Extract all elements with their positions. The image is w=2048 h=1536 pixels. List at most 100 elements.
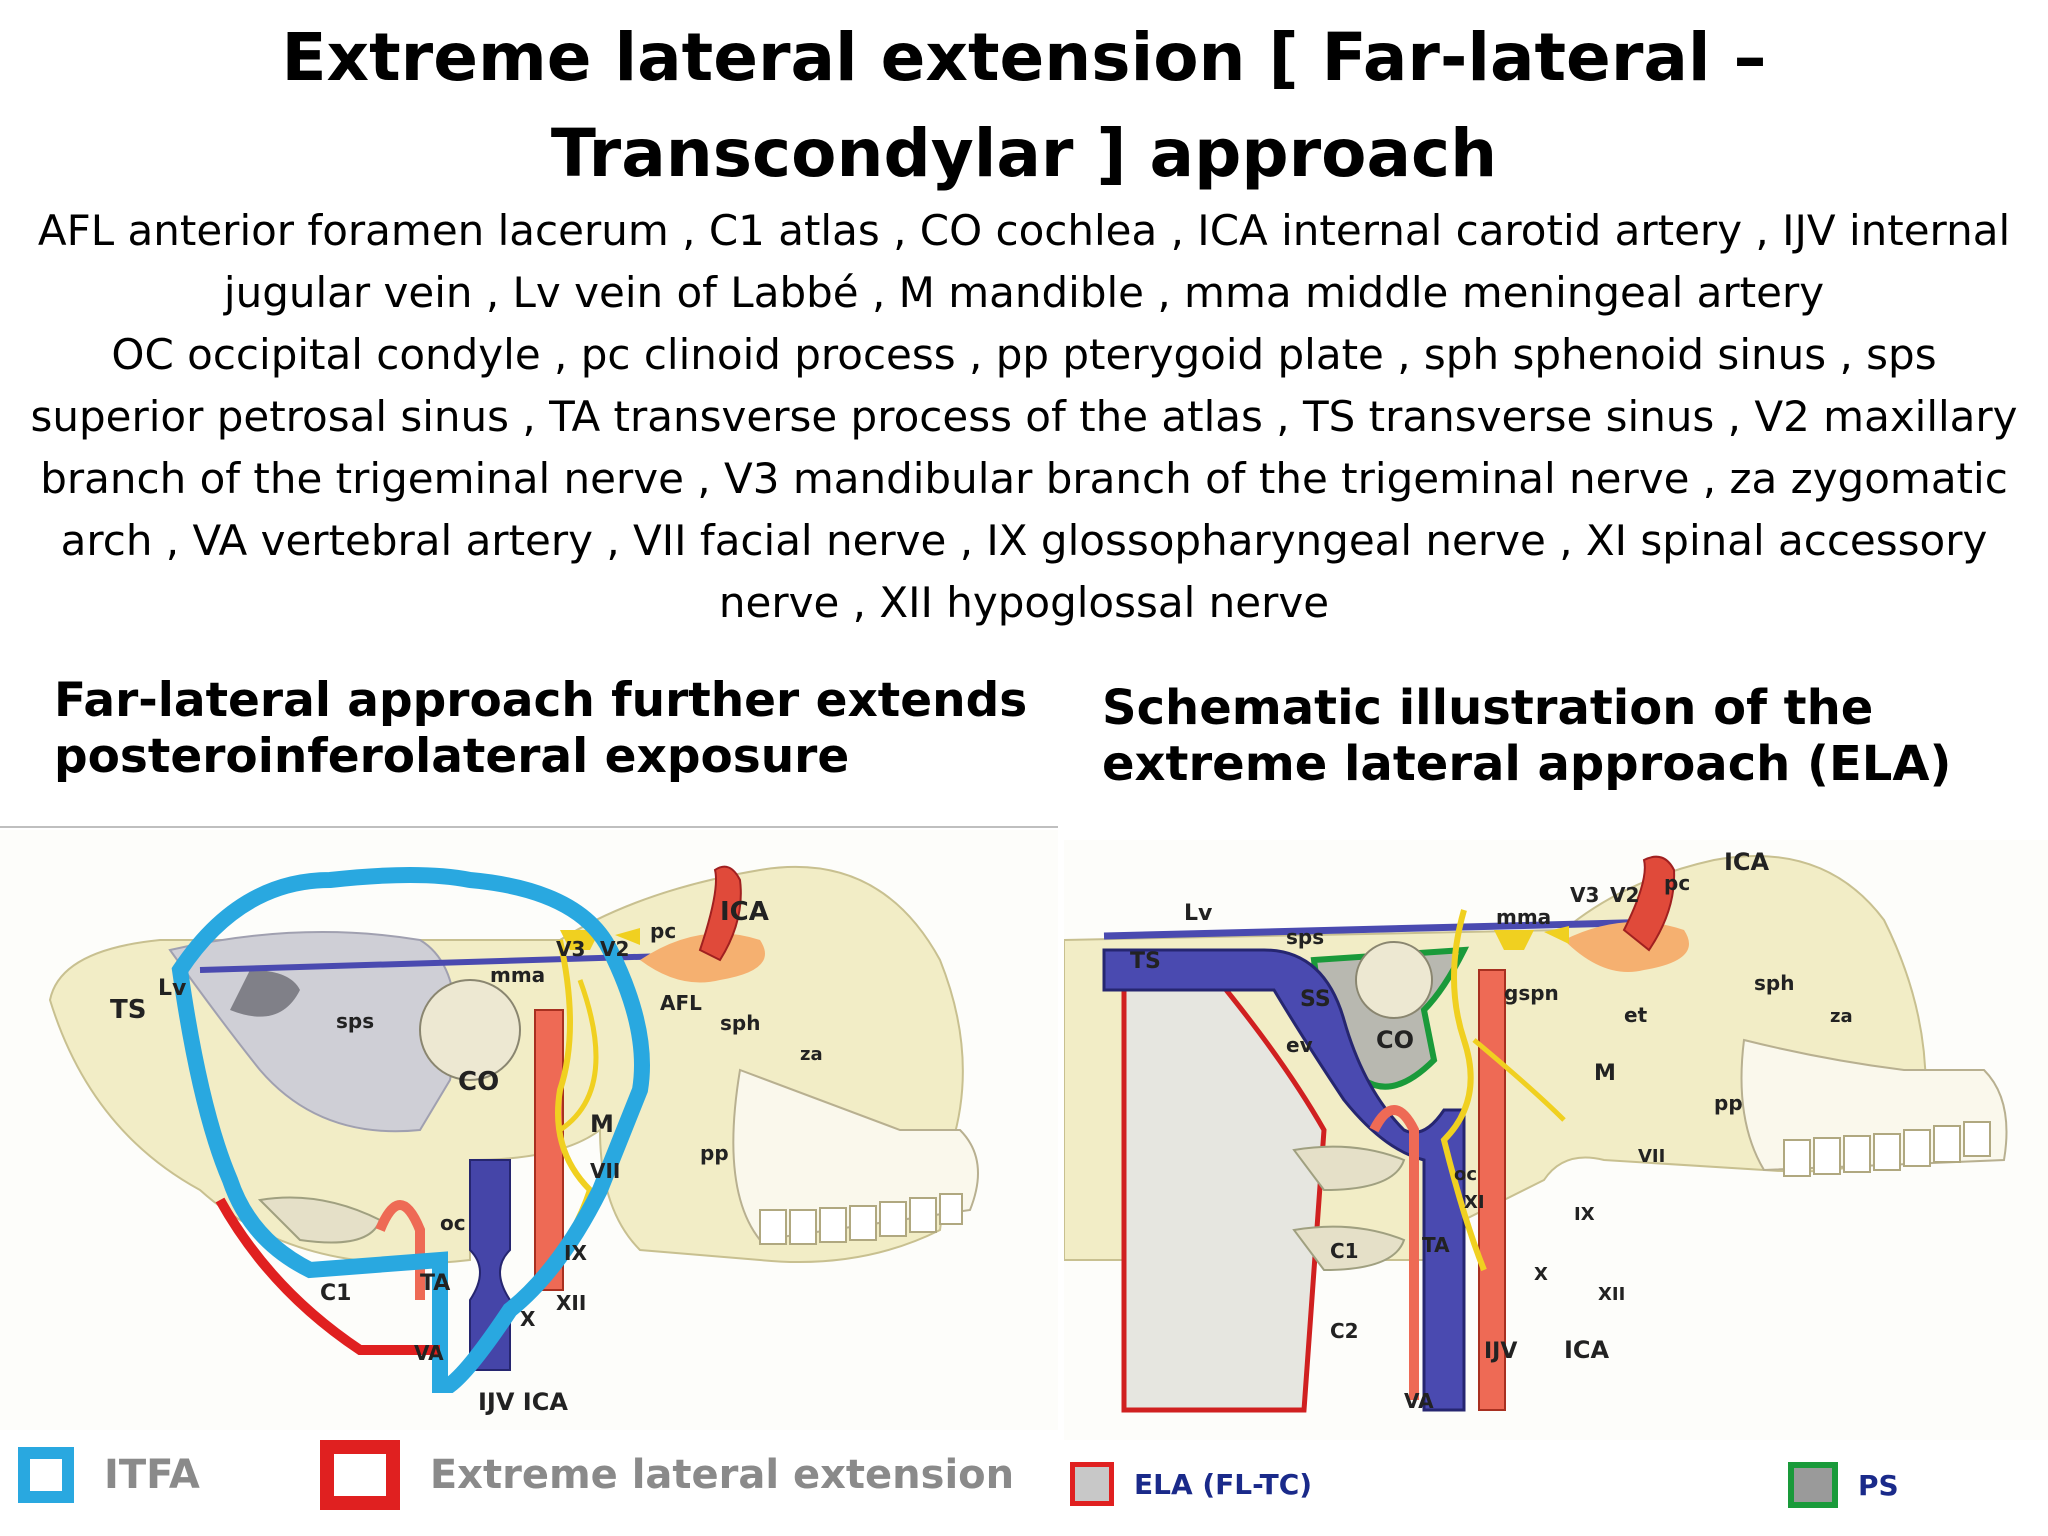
label-gspn: gspn	[1504, 981, 1559, 1005]
v2-shape	[1544, 926, 1569, 944]
tooth	[1873, 1133, 1901, 1171]
tooth	[1903, 1129, 1931, 1167]
label-sps: sps	[1286, 925, 1324, 949]
right-legend-ps: PS	[1788, 1462, 1899, 1508]
tooth	[1933, 1125, 1961, 1163]
label-m: M	[590, 1110, 614, 1138]
cochlea-shape	[419, 979, 521, 1081]
v2-shape	[615, 928, 640, 945]
label-vii: VII	[590, 1159, 620, 1183]
teeth-row	[1783, 1121, 1991, 1177]
tooth	[879, 1201, 907, 1237]
label-v2: V2	[600, 937, 629, 961]
v3-shape	[560, 930, 600, 950]
petrous-region	[640, 933, 765, 983]
label-ss: SS	[1300, 987, 1331, 1012]
itfa-outline	[171, 867, 650, 1393]
label-ix: IX	[564, 1241, 587, 1265]
ica-vessel	[1478, 969, 1506, 1411]
ela-swatch	[1070, 1462, 1114, 1506]
vertebral-artery	[375, 1200, 425, 1300]
label-c1: C1	[1330, 1239, 1359, 1263]
label-va: VA	[1404, 1389, 1434, 1413]
left-panel-subtitle: Far-lateral approach further extends pos…	[54, 673, 1028, 784]
label-v3: V3	[556, 937, 585, 961]
label-oc: oc	[1454, 1164, 1477, 1185]
label-ta: TA	[420, 1271, 450, 1296]
label-x: X	[1534, 1264, 1548, 1285]
c2-axis-shape	[1292, 1225, 1406, 1272]
tooth	[909, 1197, 937, 1233]
label-za: za	[800, 1044, 823, 1065]
label-lv: Lv	[1184, 901, 1213, 926]
label-pp: pp	[700, 1141, 729, 1165]
ica-upper-loop	[698, 865, 742, 962]
ica-upper-loop	[1622, 855, 1676, 952]
tooth	[759, 1209, 787, 1245]
label-et: et	[1624, 1003, 1648, 1027]
label-vii: VII	[1638, 1146, 1665, 1167]
tooth	[1963, 1121, 1991, 1157]
facial-nerve	[1472, 1038, 1566, 1122]
abbreviation-line-2: OC occipital condyle , pc clinoid proces…	[30, 330, 2018, 627]
tooth	[1783, 1139, 1811, 1177]
page-title: Extreme lateral extension [ Far-lateral …	[281, 19, 1767, 192]
teeth-row	[759, 1193, 963, 1245]
tooth	[939, 1193, 963, 1225]
far-lateral-diagram: TS Lv sps mma V3 V2 pc ICA AFL sph za CO…	[0, 830, 1058, 1430]
itfa-swatch	[18, 1447, 74, 1503]
label-sph: sph	[1754, 971, 1794, 995]
label-v3: V3	[1570, 883, 1599, 907]
label-ijv-ica: IJV ICA	[478, 1388, 568, 1416]
label-afl: AFL	[660, 991, 702, 1015]
label-mma: mma	[490, 963, 545, 987]
label-pp: pp	[1714, 1091, 1743, 1115]
label-mma: mma	[1496, 905, 1551, 929]
abbreviation-legend: AFL anterior foramen lacerum , C1 atlas …	[20, 200, 2028, 634]
label-c1: C1	[320, 1281, 351, 1306]
label-lv: Lv	[158, 976, 187, 1001]
label-ica-top: ICA	[1724, 848, 1770, 876]
left-legend: ITFA Extreme lateral extension	[18, 1440, 1014, 1510]
label-pc: pc	[650, 919, 676, 943]
label-ica-top: ICA	[720, 897, 769, 927]
label-co: CO	[458, 1067, 499, 1097]
label-ts: TS	[1130, 949, 1161, 974]
label-va: VA	[414, 1341, 444, 1365]
v3-shape	[1494, 930, 1534, 950]
label-ijv: IJV	[1484, 1339, 1517, 1364]
ps-legend-label: PS	[1858, 1468, 1899, 1502]
divider-line	[0, 826, 1058, 828]
label-xii: XII	[556, 1291, 586, 1315]
label-m: M	[1594, 1061, 1616, 1086]
label-pc: pc	[1664, 871, 1690, 895]
label-sph: sph	[720, 1011, 760, 1035]
label-c2: C2	[1330, 1319, 1359, 1343]
label-ts: TS	[110, 995, 146, 1025]
cranial-nerves	[1440, 909, 1487, 1272]
facial-nerve	[558, 979, 599, 1133]
label-sps: sps	[336, 1009, 374, 1033]
itfa-legend-label: ITFA	[104, 1452, 200, 1498]
tooth	[1813, 1137, 1841, 1175]
vertebral-artery	[1369, 1105, 1419, 1400]
extreme-lateral-diagram: Lv TS sps SS ev mma V3 V2 pc ICA gspn et…	[1064, 840, 2048, 1440]
label-ix: IX	[1574, 1204, 1595, 1225]
superior-petrosal-sinus	[1103, 918, 1665, 940]
tooth	[789, 1209, 817, 1245]
extreme-lateral-legend-label: Extreme lateral extension	[429, 1452, 1015, 1498]
label-xi: XI	[1464, 1192, 1485, 1213]
transverse-sigmoid-sinus	[1102, 948, 1466, 1412]
ela-legend-label: ELA (FL-TC)	[1134, 1467, 1313, 1501]
label-v2: V2	[1610, 883, 1639, 907]
label-ica-bottom: ICA	[1564, 1336, 1610, 1364]
right-legend-ela: ELA (FL-TC)	[1070, 1462, 1312, 1506]
transverse-sinus-stump	[230, 970, 300, 1017]
posterior-fossa-shape	[168, 931, 457, 1133]
label-co: CO	[1376, 1026, 1414, 1054]
right-panel-subtitle: Schematic illustration of the extreme la…	[1102, 680, 1952, 792]
abbreviation-line-1: AFL anterior foramen lacerum , C1 atlas …	[37, 206, 2011, 317]
label-oc: oc	[440, 1211, 466, 1235]
extreme-lateral-outline	[215, 1197, 440, 1355]
label-ev: ev	[1286, 1033, 1313, 1057]
